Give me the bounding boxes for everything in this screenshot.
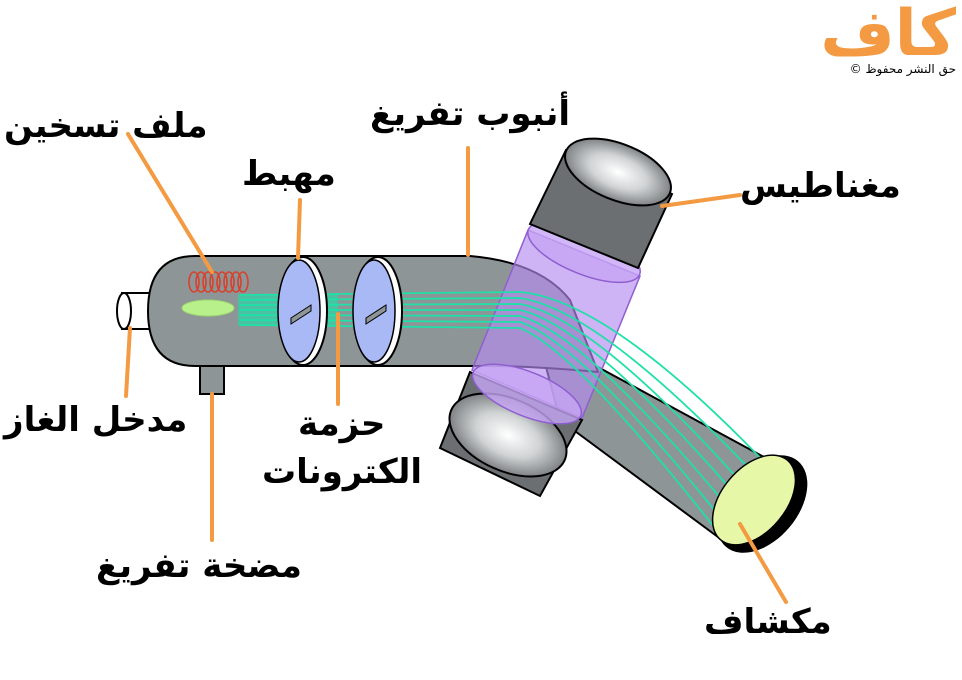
copyright-notice: حق النشر محفوظ ©: [849, 62, 956, 76]
cathode-plate-1: [277, 256, 328, 366]
label-cathode: مهبط: [242, 154, 336, 194]
label-electron-beam-line1: حزمة: [298, 404, 386, 444]
electron-beam: [239, 291, 771, 533]
label-vacuum-tube: أنبوب تفريغ: [370, 94, 570, 134]
label-heating-coil: ملف تسخين: [4, 106, 208, 146]
gas-cloud: [181, 299, 235, 317]
label-electron-beam-line2: الكترونات: [262, 452, 423, 492]
detector-screen: [711, 454, 808, 553]
label-magnets: مغناطيس: [740, 166, 901, 206]
cathode-plate-2: [352, 256, 403, 366]
label-vacuum-pump: مضخة تفريغ: [96, 546, 302, 586]
label-detector: مكشاف: [704, 602, 832, 642]
label-gas-inlet: مدخل الغاز: [4, 400, 188, 440]
brand-logo: كاف: [820, 0, 956, 71]
magnet-upper: [528, 137, 674, 270]
heating-coil-icon: [188, 271, 249, 293]
leader-lines: [124, 132, 788, 604]
magnetic-field-bottom-rim: [471, 363, 583, 425]
